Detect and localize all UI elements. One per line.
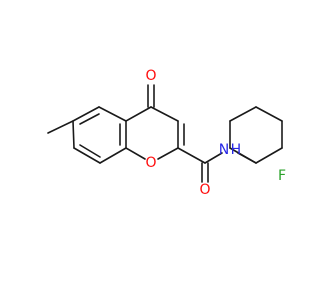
bond (72, 106, 100, 122)
bond (98, 106, 127, 122)
bond (125, 106, 152, 122)
bond (79, 113, 100, 125)
bond (99, 147, 127, 164)
bond (255, 147, 283, 164)
bond (204, 152, 223, 164)
molecule-canvas: O O O N H F (47, 68, 286, 198)
bond (229, 106, 257, 122)
fluorine-label: F (278, 168, 286, 184)
bond (72, 120, 75, 149)
bond (47, 120, 74, 134)
bond (79, 144, 101, 158)
bond (229, 147, 257, 164)
bond (150, 106, 179, 122)
structure-diagram: O O O N H F (47, 68, 286, 198)
amide-nitrogen-label: N H (219, 142, 241, 158)
bond (255, 106, 283, 122)
bond (177, 147, 206, 164)
bond (125, 147, 146, 160)
carbonyl-oxygen-label: O (145, 68, 156, 84)
bond-group (47, 84, 283, 183)
bond (73, 147, 101, 164)
ring-oxygen-label: O (145, 155, 156, 171)
bond (157, 147, 179, 160)
amide-oxygen-label: O (199, 182, 210, 198)
